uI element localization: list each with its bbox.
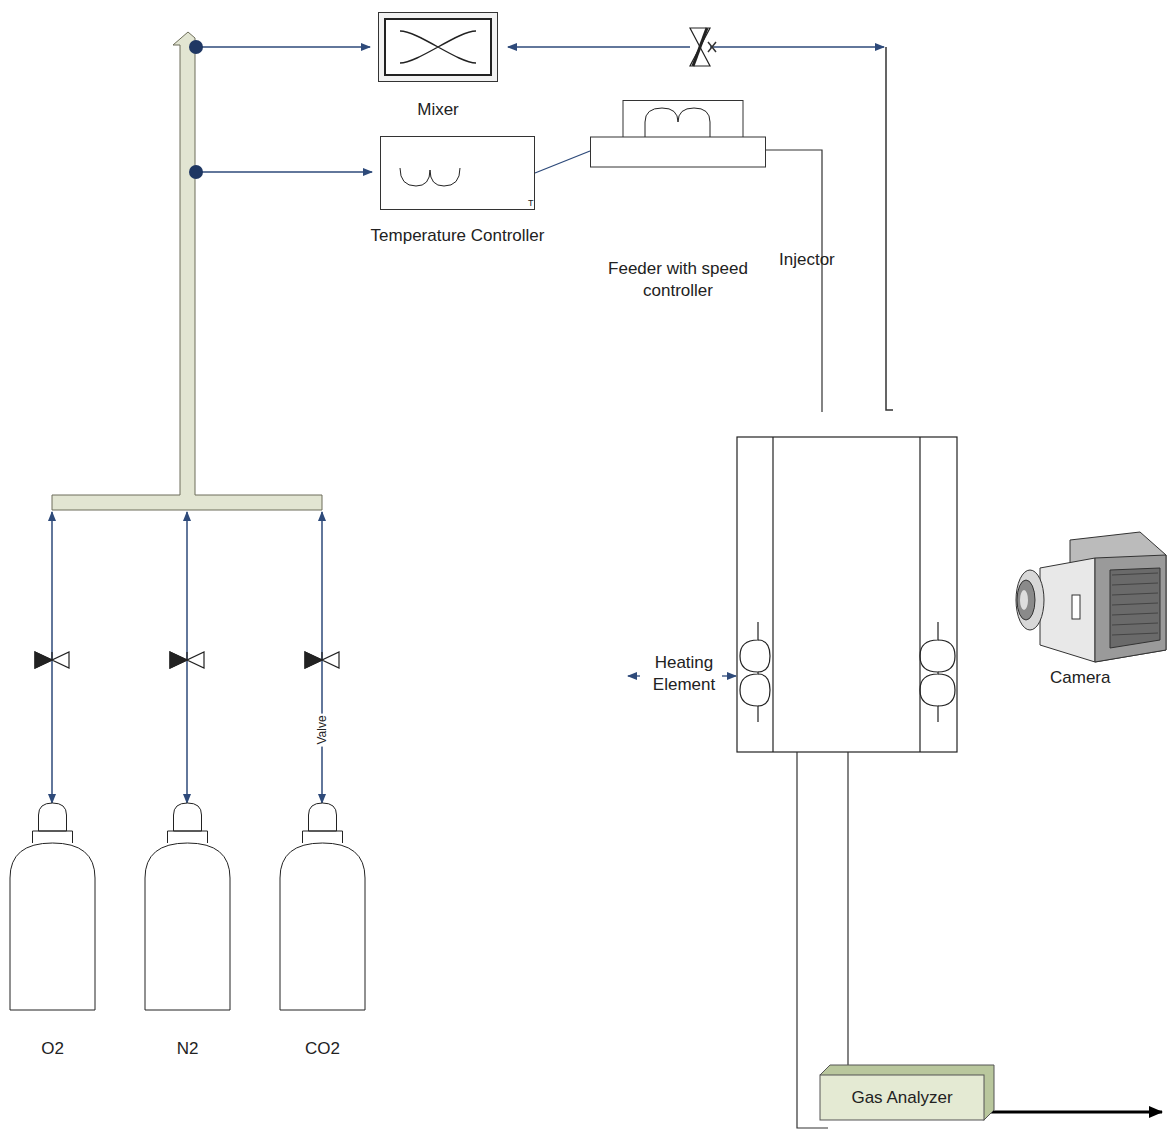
part-label: Heating Element (642, 652, 726, 696)
cyl-outline (145, 803, 230, 1011)
feeder-outline (590, 100, 766, 168)
node-label: Feeder with speed controller (603, 258, 753, 302)
connector (535, 151, 590, 173)
part-label: Camera (1050, 668, 1110, 688)
node-label: N2 (177, 1039, 199, 1059)
node-label: Gas Analyzer (820, 1088, 984, 1108)
temp-outline (380, 136, 535, 210)
temp-box: Temperature Controller (380, 136, 535, 210)
part-label: T (528, 198, 534, 208)
cyl-outline (280, 803, 365, 1011)
injector-line (766, 150, 822, 412)
node-label: Mixer (417, 100, 459, 120)
feeder-box: Feeder with speed controller (590, 100, 766, 168)
mixer-box: Mixer (378, 12, 498, 82)
exhaust-lines (797, 752, 1162, 1128)
valve-symbols (35, 652, 339, 668)
mixer-outline (378, 12, 498, 82)
camera-icon (1016, 532, 1166, 662)
valve-label: Valve (315, 713, 329, 746)
supply-lines (52, 47, 372, 803)
node-label: CO2 (305, 1039, 340, 1059)
junction-dots (189, 40, 203, 179)
cyl-outline (10, 803, 95, 1011)
heating-coils (740, 622, 955, 722)
node-label: O2 (41, 1039, 64, 1059)
mixer-outlet-line (508, 42, 893, 410)
gas-cylinder: CO2 (280, 803, 365, 1011)
analyzer-box: Gas Analyzer (820, 1065, 994, 1120)
gas-cylinder: N2 (145, 803, 230, 1011)
gas-manifold (52, 32, 322, 510)
part-label: Injector (779, 250, 835, 270)
gas-cylinder: O2 (10, 803, 95, 1011)
node-label: Temperature Controller (371, 226, 545, 246)
reactor-tube (737, 437, 957, 752)
needle-valve (690, 28, 710, 66)
